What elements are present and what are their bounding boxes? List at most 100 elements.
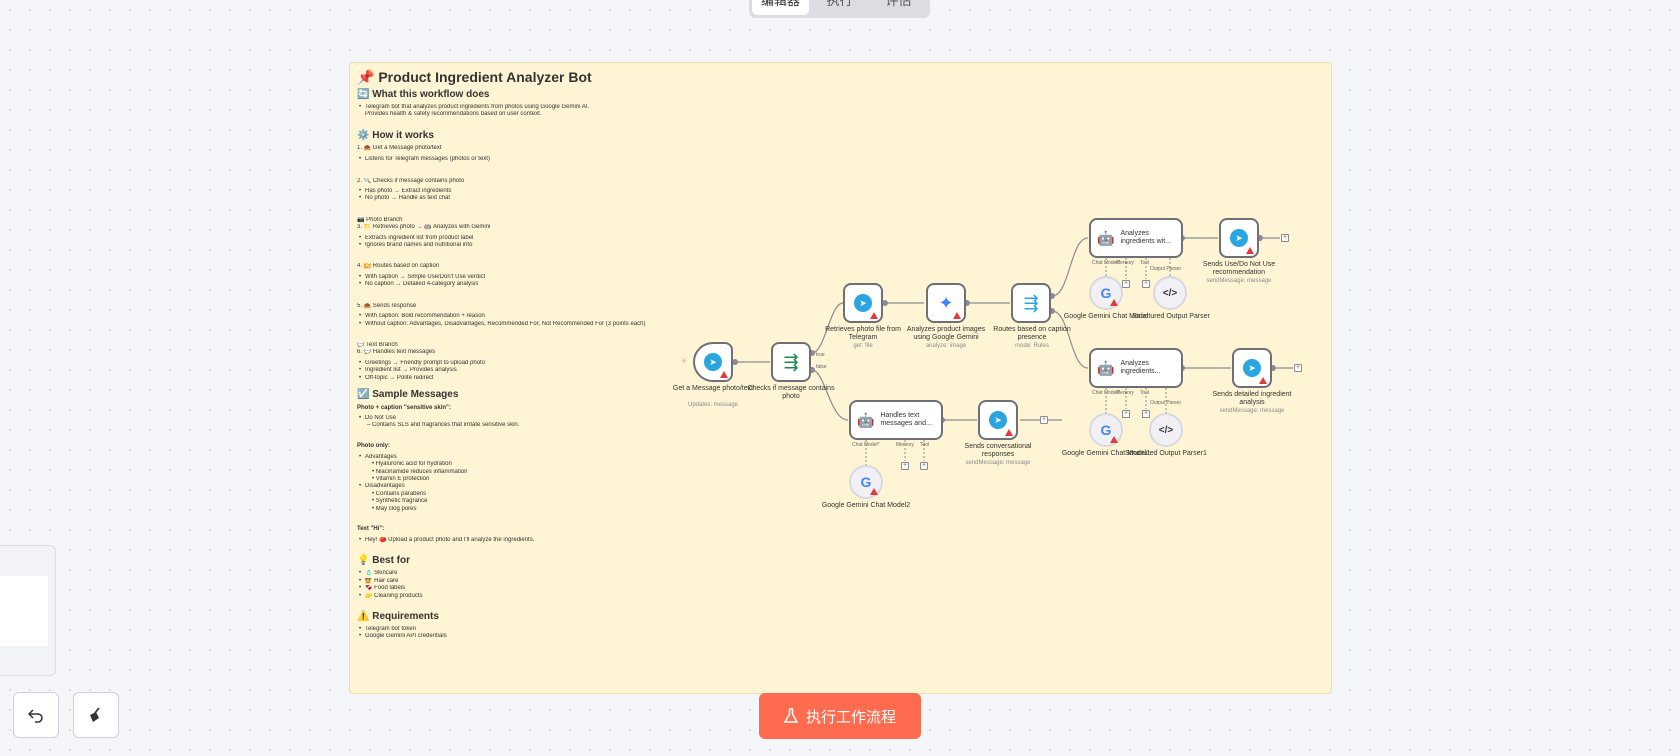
note-line: Has photo → Extract ingredients xyxy=(357,188,677,195)
side-panel[interactable] xyxy=(0,545,56,676)
note-line: 💇 Hair care xyxy=(357,578,677,585)
note-line: Without caption: Advantages, Disadvantag… xyxy=(357,321,677,328)
note-samples-title: ☑️ Sample Messages xyxy=(357,388,459,400)
note-line: Provides health & safety recommendations… xyxy=(365,111,542,118)
node-if-photo[interactable]: ⇶ xyxy=(771,342,811,382)
switch-icon: ⇶ xyxy=(1023,292,1039,313)
note-line: Off-topic → Polite redirect xyxy=(357,375,677,382)
note-step: 1. 📥 Get a Message photo/text xyxy=(357,144,442,151)
warning-icon xyxy=(720,371,728,378)
google-icon: G xyxy=(860,474,872,490)
note-step: 2. 🔍 Checks if message contains photo xyxy=(357,177,465,184)
note-line: Telegram bot token xyxy=(357,626,677,633)
node-agent-detailed-label: Analyzes ingredients... xyxy=(1120,360,1161,375)
broom-icon xyxy=(90,707,100,722)
note-line: Hey! 🍅 Upload a product photo and I'll a… xyxy=(357,537,677,544)
tidy-up-button[interactable] xyxy=(73,692,119,738)
note-line: Advantages xyxy=(357,454,677,461)
warning-icon xyxy=(870,488,878,495)
node-agent-verdict[interactable]: 🤖 Analyzes ingredients wit... xyxy=(1089,218,1183,258)
note-line: Greetings → Friendly prompt to upload ph… xyxy=(357,360,677,367)
undo-button[interactable] xyxy=(13,692,59,738)
gemini-sparkle-icon: ✦ xyxy=(938,292,954,313)
node-gemini-model-2[interactable]: G xyxy=(849,465,883,499)
note-req-title: ⚠️ Requirements xyxy=(357,611,439,623)
warning-icon xyxy=(1005,429,1013,436)
note-line: Disadvantages xyxy=(357,483,677,490)
node-gemini-model[interactable]: G xyxy=(1089,276,1123,310)
note-line: • Vitamin E protection xyxy=(372,475,430,482)
note-step: 5. 📤 Sends response xyxy=(357,302,417,309)
telegram-icon: ➤ xyxy=(1230,229,1248,247)
note-line: Ignores brand names and nutritional info xyxy=(357,242,677,249)
note-step: 4. 🔀 Routes based on caption xyxy=(357,263,440,270)
note-line: Google Gemini API credentials xyxy=(357,633,677,640)
node-send-verdict[interactable]: ➤ xyxy=(1219,218,1259,258)
robot-icon: 🤖 xyxy=(857,411,875,428)
note-line: 🧴 Skincare xyxy=(357,570,677,577)
node-agent-verdict-label: Analyzes ingredients wit... xyxy=(1120,230,1172,245)
google-icon: G xyxy=(1100,285,1112,301)
run-workflow-button[interactable]: 执行工作流程 xyxy=(759,693,921,739)
note-line: Telegram bot that analyzes product ingre… xyxy=(357,104,677,111)
note-how-title: ⚙️ How it works xyxy=(357,129,434,141)
note-what-title: 🔄 What this workflow does xyxy=(357,89,490,100)
warning-icon xyxy=(1259,377,1267,384)
node-retrieve-photo[interactable]: ➤ xyxy=(843,283,883,323)
sticky-note-content: 📌 Product Ingredient Analyzer Bot 🔄 What… xyxy=(357,68,677,641)
note-line: Extracts ingredient list from product la… xyxy=(357,235,677,242)
node-trigger[interactable]: ➤ xyxy=(693,342,733,382)
tab-editor[interactable]: 编辑器 xyxy=(752,0,809,15)
note-line: Ingredient list → Provides analysis xyxy=(357,367,677,374)
flask-icon xyxy=(783,708,798,723)
note-line: – Contains SLS and fragrances that irrit… xyxy=(367,422,520,429)
node-output-parser[interactable]: </> xyxy=(1153,276,1187,310)
note-line: Listens for Telegram messages (photos or… xyxy=(357,156,677,163)
note-line: Do Not Use xyxy=(357,415,677,422)
node-send-conversational[interactable]: ➤ xyxy=(978,400,1018,440)
robot-icon: 🤖 xyxy=(1097,359,1115,376)
note-branch: 💬 Text Branch xyxy=(357,341,398,348)
node-agent-text[interactable]: 🤖 Handles text messages and... xyxy=(849,400,943,440)
telegram-icon: ➤ xyxy=(854,294,872,312)
note-line: • Niacinamide reduces inflammation xyxy=(372,468,468,475)
note-line: With caption → Simple Use/Don't Use verd… xyxy=(357,274,677,281)
run-workflow-label: 执行工作流程 xyxy=(805,708,896,726)
note-line: • May clog pores xyxy=(372,505,417,512)
side-panel-content xyxy=(0,576,48,646)
note-title: 📌 Product Ingredient Analyzer Bot xyxy=(357,69,592,85)
view-tabs: 编辑器 执行 评估 xyxy=(749,0,930,18)
note-sample-title: Photo only: xyxy=(357,442,390,449)
tab-executions[interactable]: 执行 xyxy=(826,0,853,8)
node-analyze-image[interactable]: ✦ xyxy=(926,283,966,323)
if-split-icon: ⇶ xyxy=(783,351,799,372)
note-sample-title: Photo + caption "sensitive skin": xyxy=(357,404,451,411)
note-line: • Contains parabens xyxy=(372,490,427,497)
warning-icon xyxy=(870,312,878,319)
warning-icon xyxy=(1110,436,1118,443)
note-line: • Synthetic fragrance xyxy=(372,498,428,505)
telegram-icon: ➤ xyxy=(704,353,722,371)
node-gemini-model-1[interactable]: G xyxy=(1089,413,1123,447)
note-line: 🍫 Food labels xyxy=(357,585,677,592)
node-send-detailed[interactable]: ➤ xyxy=(1232,348,1272,388)
tab-evaluations[interactable]: 评估 xyxy=(885,0,912,8)
sticky-note[interactable]: 📌 Product Ingredient Analyzer Bot 🔄 What… xyxy=(349,62,1332,694)
warning-icon xyxy=(953,312,961,319)
node-agent-text-label: Handles text messages and... xyxy=(880,412,932,427)
warning-icon xyxy=(1246,247,1254,254)
note-sample-title: Text "Hi": xyxy=(357,526,385,532)
note-line: With caption: Bold recommendation + reas… xyxy=(357,313,677,320)
code-icon: </> xyxy=(1158,424,1174,436)
note-branch: 📷 Photo Branch xyxy=(357,216,403,223)
note-line: No photo → Handle as text chat xyxy=(357,195,677,202)
note-line: • Hyaluronic acid for hydration xyxy=(372,461,452,468)
node-output-parser-1[interactable]: </> xyxy=(1149,413,1183,447)
note-step: 3. 📁 Retrieves photo → 🤖 Analyzes with G… xyxy=(357,224,491,231)
note-line: 🧽 Cleaning products xyxy=(357,593,677,600)
code-icon: </> xyxy=(1162,287,1178,299)
telegram-icon: ➤ xyxy=(989,411,1007,429)
undo-icon xyxy=(27,709,43,723)
node-agent-detailed[interactable]: 🤖 Analyzes ingredients... xyxy=(1089,348,1183,388)
node-switch-caption[interactable]: ⇶ xyxy=(1011,283,1051,323)
